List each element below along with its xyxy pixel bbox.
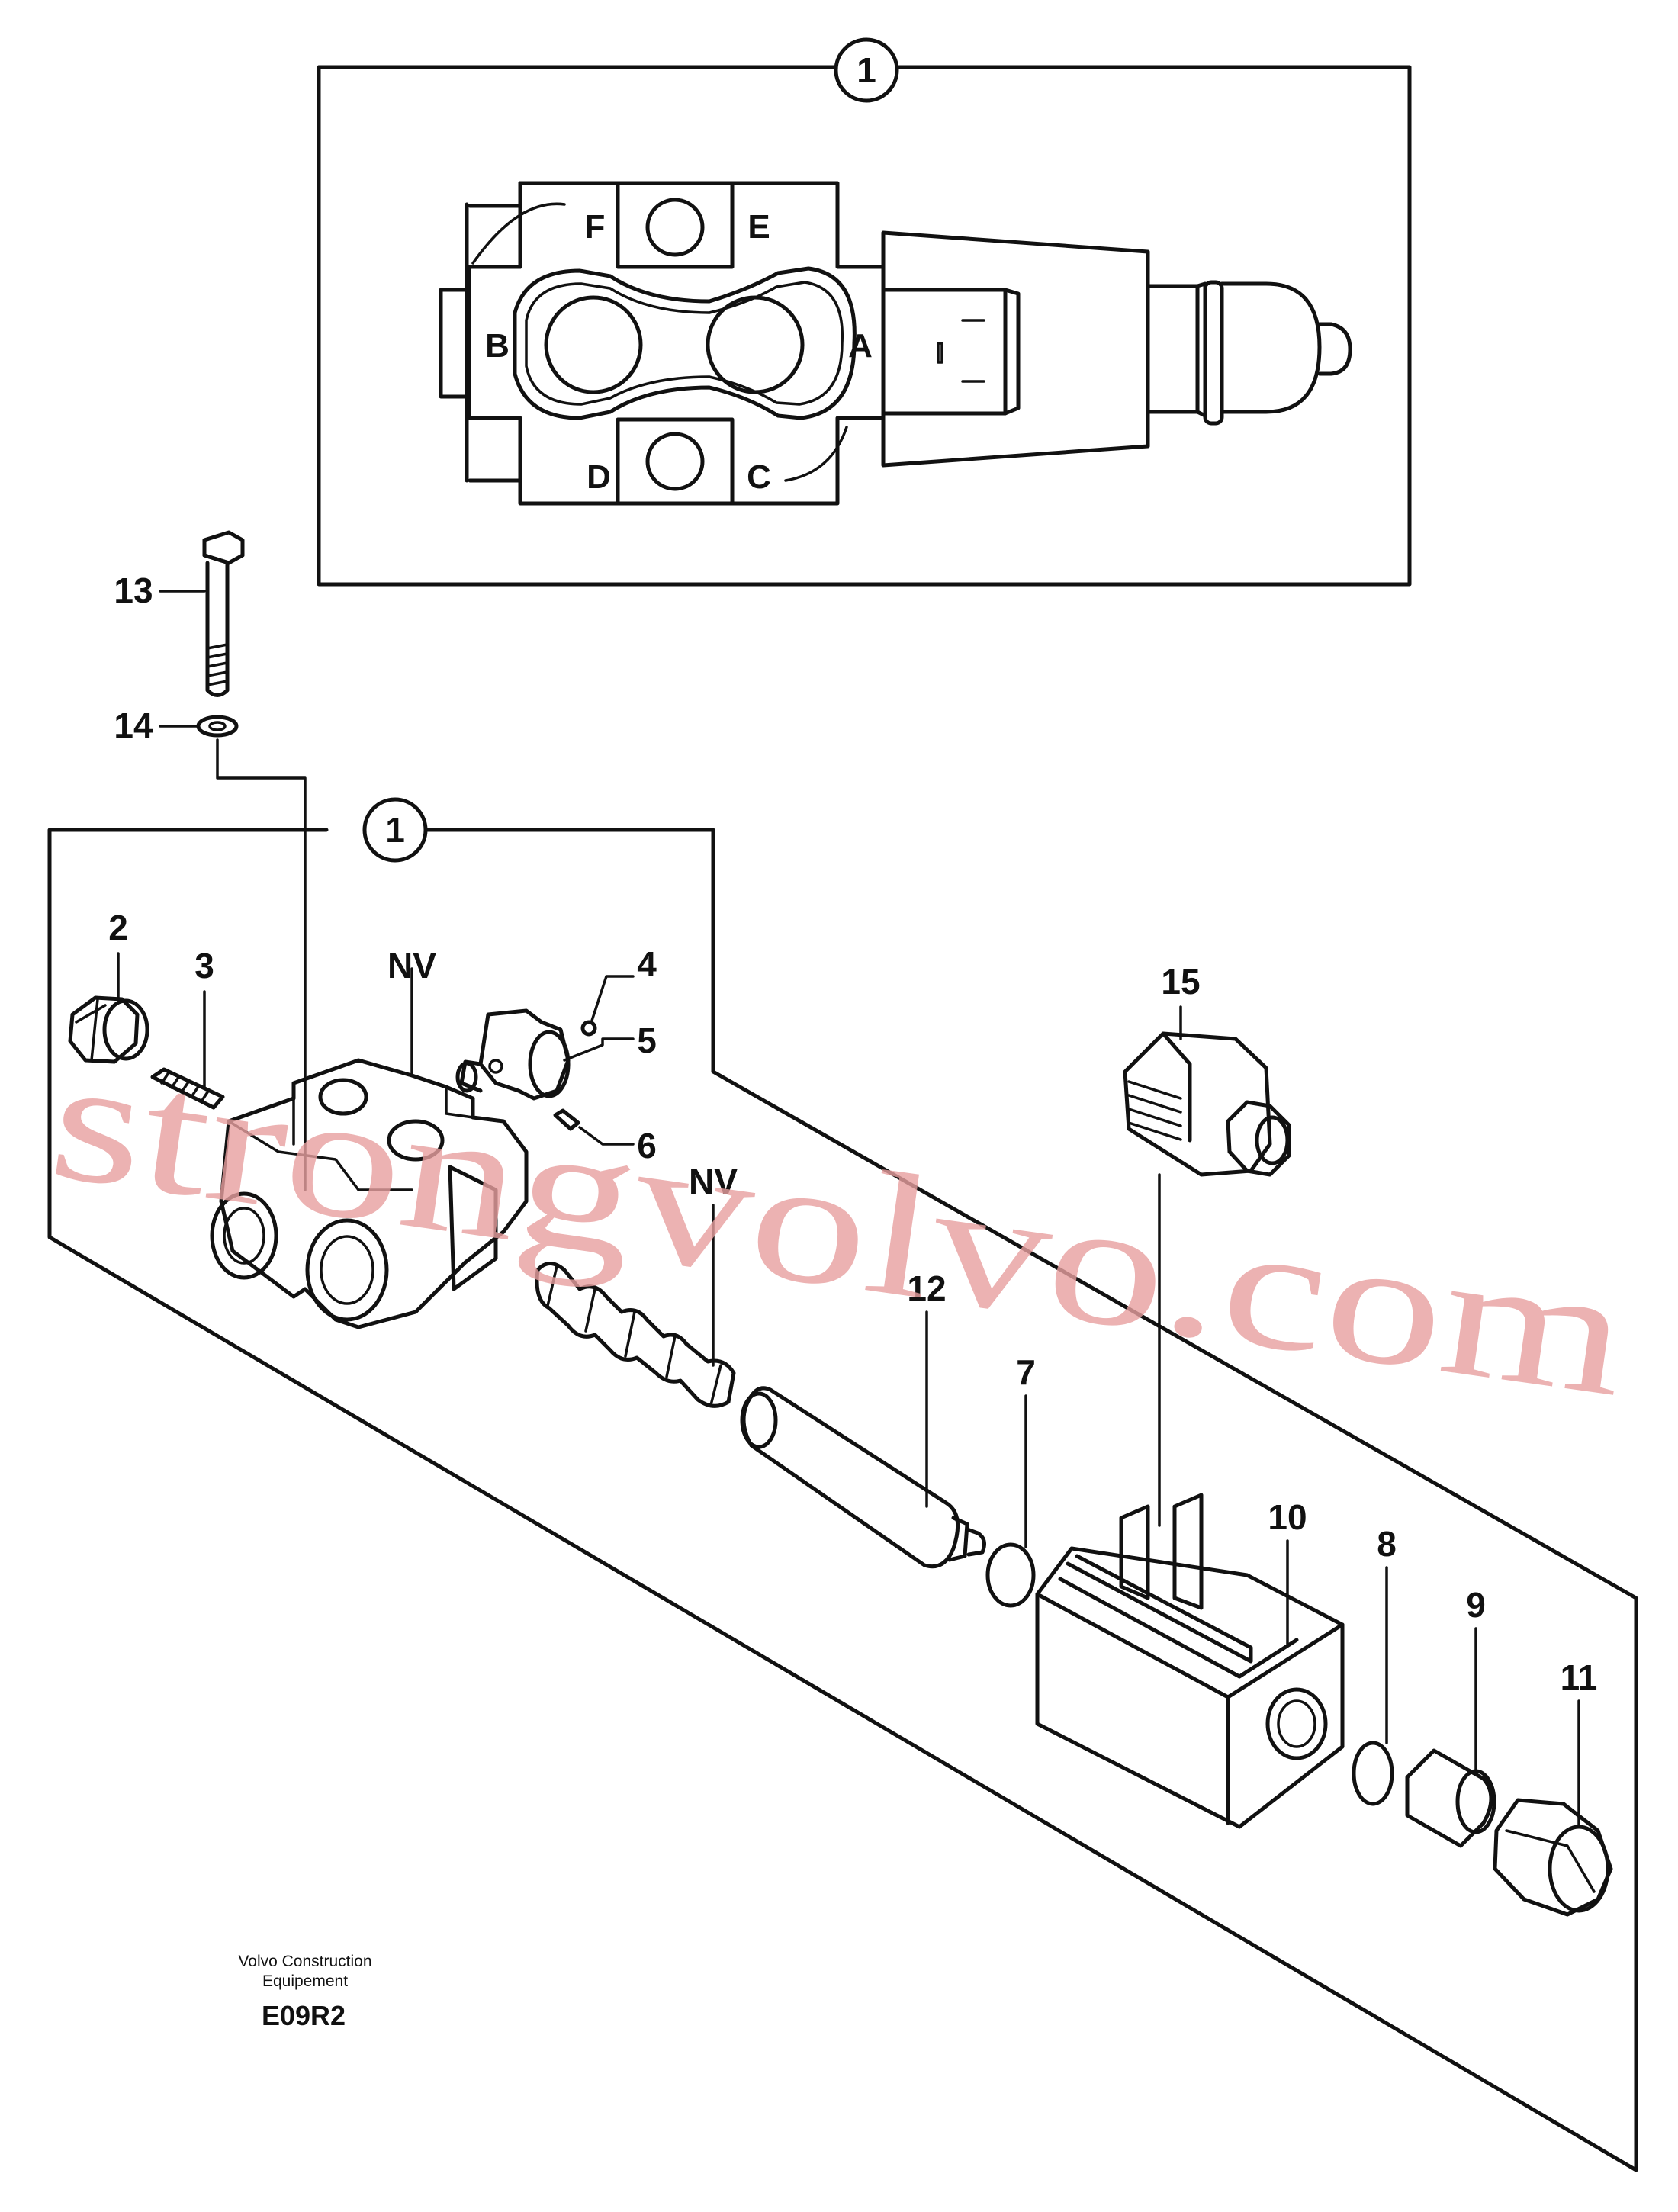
callout-14: 14	[114, 706, 153, 745]
callout-13: 13	[114, 571, 153, 610]
port-label-b: B	[485, 327, 510, 365]
callout-5: 5	[637, 1021, 657, 1060]
callout-2: 2	[108, 908, 128, 947]
part-11-cap-nut	[1493, 1699, 1613, 1917]
part-12-tube	[740, 1310, 986, 1569]
valve-top-view	[439, 181, 1352, 506]
callout-4: 4	[637, 944, 657, 984]
part-5-check-valve	[455, 1008, 635, 1101]
callout-circle-1-top	[834, 37, 899, 103]
callout-9: 9	[1466, 1585, 1486, 1625]
callout-nv-body: NV	[387, 946, 436, 985]
callout-8: 8	[1377, 1524, 1397, 1564]
spool	[535, 1204, 736, 1408]
company-name-line1: Volvo Construction	[238, 1953, 371, 1970]
callout-1-top-label: 1	[857, 50, 876, 90]
part-2-plug	[68, 952, 149, 1064]
callout-15: 15	[1161, 962, 1200, 1002]
company-name-line2: Equipement	[262, 1972, 348, 1990]
callout-3: 3	[194, 946, 214, 985]
washer-14	[159, 715, 239, 738]
port-label-e: E	[747, 208, 770, 246]
part-10-coil	[1035, 1493, 1345, 1829]
part-8-o-ring	[1352, 1566, 1394, 1806]
callout-1-bottom-label: 1	[385, 810, 405, 850]
bolt-13	[159, 530, 245, 697]
callout-12: 12	[907, 1268, 946, 1308]
callout-circle-1-bottom	[362, 797, 428, 863]
valve-body	[210, 967, 529, 1329]
port-label-d: D	[587, 458, 611, 496]
part-6-pin	[553, 1108, 635, 1146]
callout-10: 10	[1268, 1497, 1307, 1537]
part-9-sleeve	[1405, 1627, 1496, 1848]
part-15-connector	[1123, 1005, 1291, 1527]
callout-11: 11	[1561, 1657, 1598, 1697]
callout-6: 6	[637, 1126, 657, 1165]
diagram-code: E09R2	[262, 2000, 346, 2031]
top-view-panel: 1	[317, 37, 1412, 587]
leader-bolt-to-body	[216, 738, 307, 1191]
part-3-set-screw	[150, 990, 225, 1110]
port-label-a: A	[848, 327, 873, 365]
callout-7: 7	[1016, 1352, 1036, 1392]
part-7-o-ring	[985, 1394, 1036, 1608]
exploded-view-frame: 1	[47, 797, 1638, 2172]
part-4-ball	[580, 975, 635, 1037]
port-label-f: F	[585, 208, 606, 246]
port-label-c: C	[747, 458, 771, 496]
callout-nv-spool: NV	[689, 1162, 738, 1201]
